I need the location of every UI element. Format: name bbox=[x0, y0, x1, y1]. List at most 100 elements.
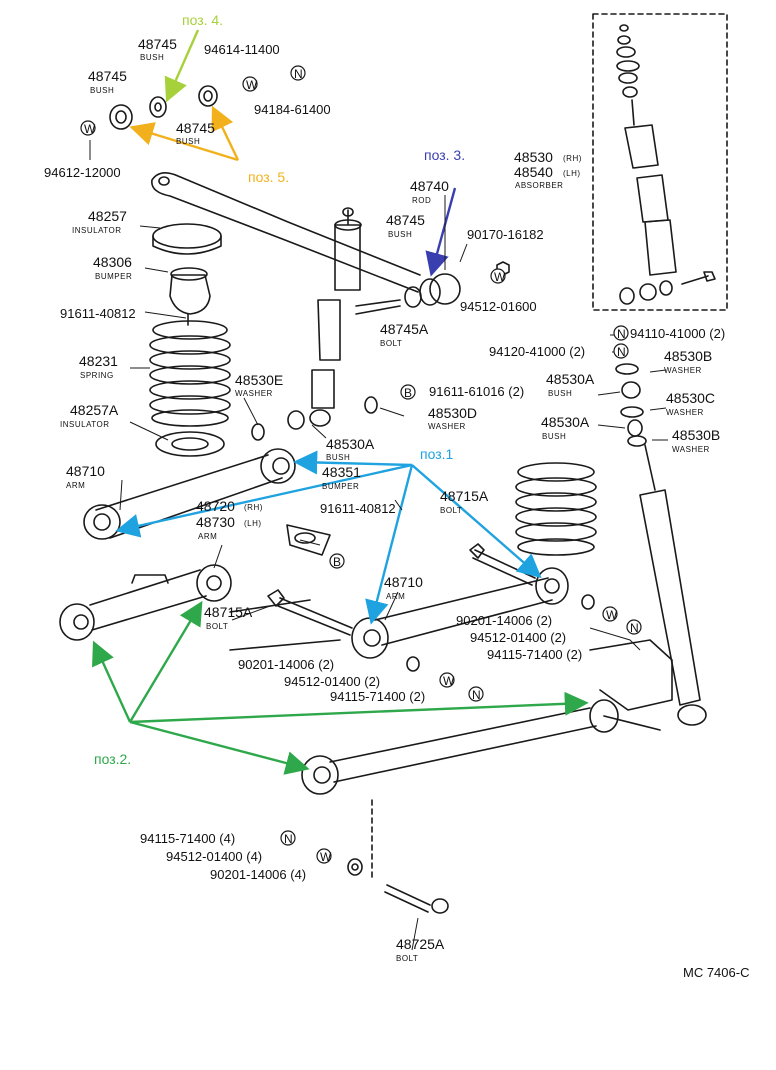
part-number: 90170-16182 bbox=[467, 227, 544, 242]
part-number: 94512-01600 bbox=[460, 299, 537, 314]
part-number: 91611-61016 (2) bbox=[429, 384, 525, 399]
part-name: BOLT bbox=[396, 954, 419, 963]
poz5-arrow-b bbox=[211, 105, 240, 161]
nut-symbol-letter: N bbox=[294, 67, 303, 81]
part-number: 94512-01400 (2) bbox=[470, 630, 567, 645]
washer-symbol-letter: W bbox=[246, 78, 258, 92]
part-number: 94115-71400 (2) bbox=[330, 689, 426, 704]
nut-symbol bbox=[280, 830, 296, 846]
upper-arm-right-drawing bbox=[374, 577, 553, 646]
bush-drawing bbox=[149, 96, 167, 118]
part-number: 48730 bbox=[196, 514, 235, 530]
part-name: BOLT bbox=[206, 622, 229, 631]
part-number: 48530D bbox=[428, 405, 478, 421]
bolt-symbol bbox=[329, 553, 345, 569]
part-name: BOLT bbox=[440, 506, 463, 515]
nut-symbol-letter: N bbox=[472, 688, 481, 702]
bolt-symbol-letter: B bbox=[404, 386, 413, 400]
part-name: BUSH bbox=[140, 53, 165, 62]
bumper-bracket-drawing bbox=[286, 524, 331, 556]
part-number: 48540 bbox=[514, 164, 553, 180]
part-number: 90201-14006 (2) bbox=[238, 657, 335, 672]
poz3-label: поз. 3. bbox=[424, 147, 466, 163]
lower-arm-left-drawing bbox=[89, 569, 207, 631]
poz4-label: поз. 4. bbox=[182, 12, 224, 28]
part-number: 48745 bbox=[138, 36, 177, 52]
part-number: 48530A bbox=[546, 371, 595, 387]
part-name: ARM bbox=[66, 481, 86, 490]
bush-drawing bbox=[198, 85, 218, 107]
part-number: 48257 bbox=[88, 208, 127, 224]
part-number: 48530A bbox=[541, 414, 590, 430]
part-name: BUMPER bbox=[95, 272, 133, 281]
part-number: 48745 bbox=[386, 212, 425, 228]
bolt-symbol bbox=[400, 384, 416, 400]
washer-symbol bbox=[439, 672, 455, 688]
washer-symbol bbox=[316, 848, 332, 864]
part-name: ROD bbox=[412, 196, 432, 205]
poz1-arrow-b bbox=[115, 463, 413, 538]
side-tag: (RH) bbox=[563, 154, 582, 163]
poz1-label: поз.1 bbox=[420, 446, 454, 462]
nut-symbol-letter: N bbox=[617, 327, 626, 341]
washer-symbol bbox=[242, 76, 258, 92]
part-number: 48530E bbox=[235, 372, 284, 388]
part-name: BUSH bbox=[542, 432, 567, 441]
washer-symbol-letter: W bbox=[443, 674, 455, 688]
part-number: 48715A bbox=[204, 604, 253, 620]
lower-arm-bottom-drawing bbox=[329, 707, 597, 783]
part-number: 48530A bbox=[326, 436, 375, 452]
part-number: 48740 bbox=[410, 178, 449, 194]
part-number: 48306 bbox=[93, 254, 132, 270]
part-name: INSULATOR bbox=[72, 226, 122, 235]
part-number: 90201-14006 (4) bbox=[210, 867, 307, 882]
absorber-kit-box bbox=[592, 13, 728, 311]
shock-absorber-kit-drawing bbox=[616, 24, 716, 305]
washer-symbol-letter: W bbox=[494, 270, 506, 284]
part-name: WASHER bbox=[664, 366, 702, 375]
part-number: 48725A bbox=[396, 936, 445, 952]
part-name: WASHER bbox=[235, 389, 273, 398]
poz3-arrow bbox=[425, 187, 457, 277]
insulator-drawing bbox=[152, 223, 222, 249]
rod-bush-drawing bbox=[429, 273, 461, 305]
part-name: BOLT bbox=[380, 339, 403, 348]
bolt-48725a-drawing bbox=[384, 884, 431, 913]
part-name: INSULATOR bbox=[60, 420, 110, 429]
part-number: 94184-61400 bbox=[254, 102, 331, 117]
part-name: BUSH bbox=[176, 137, 201, 146]
part-number: 48351 bbox=[322, 464, 361, 480]
part-number: 90201-14006 (2) bbox=[456, 613, 553, 628]
poz2-label: поз.2. bbox=[94, 751, 132, 767]
part-number: 48231 bbox=[79, 353, 118, 369]
washer-symbol-letter: W bbox=[320, 850, 332, 864]
poz5-arrow-a bbox=[129, 122, 239, 162]
side-tag: (LH) bbox=[244, 519, 262, 528]
part-number: 48720 bbox=[196, 498, 235, 514]
nut-symbol bbox=[290, 65, 306, 81]
nut-symbol-letter: N bbox=[284, 832, 293, 846]
nut-symbol bbox=[468, 686, 484, 702]
part-number: 48530 bbox=[514, 149, 553, 165]
poz2-arrow-b bbox=[128, 600, 203, 723]
part-number: 48710 bbox=[384, 574, 423, 590]
part-number: 91611-40812 bbox=[60, 306, 136, 321]
bolt-symbol-letter: B bbox=[333, 555, 342, 569]
part-number: 94120-41000 (2) bbox=[489, 344, 586, 359]
poz4-arrow bbox=[164, 29, 200, 103]
nut-symbol bbox=[626, 619, 642, 635]
part-number: 94115-71400 (2) bbox=[487, 647, 583, 662]
part-number: 48530B bbox=[672, 427, 721, 443]
part-number: 94512-01400 (2) bbox=[284, 674, 381, 689]
part-name: BUSH bbox=[326, 453, 351, 462]
part-number: 48530B bbox=[664, 348, 713, 364]
nut-symbol-letter: N bbox=[630, 621, 639, 635]
spring-right-drawing bbox=[515, 462, 597, 556]
washer-symbol bbox=[490, 268, 506, 284]
part-name: BUSH bbox=[388, 230, 413, 239]
part-number: 48745A bbox=[380, 321, 429, 337]
part-number: 48745 bbox=[88, 68, 127, 84]
part-number: 94614-11400 bbox=[204, 42, 280, 57]
bush-drawing bbox=[109, 104, 133, 130]
